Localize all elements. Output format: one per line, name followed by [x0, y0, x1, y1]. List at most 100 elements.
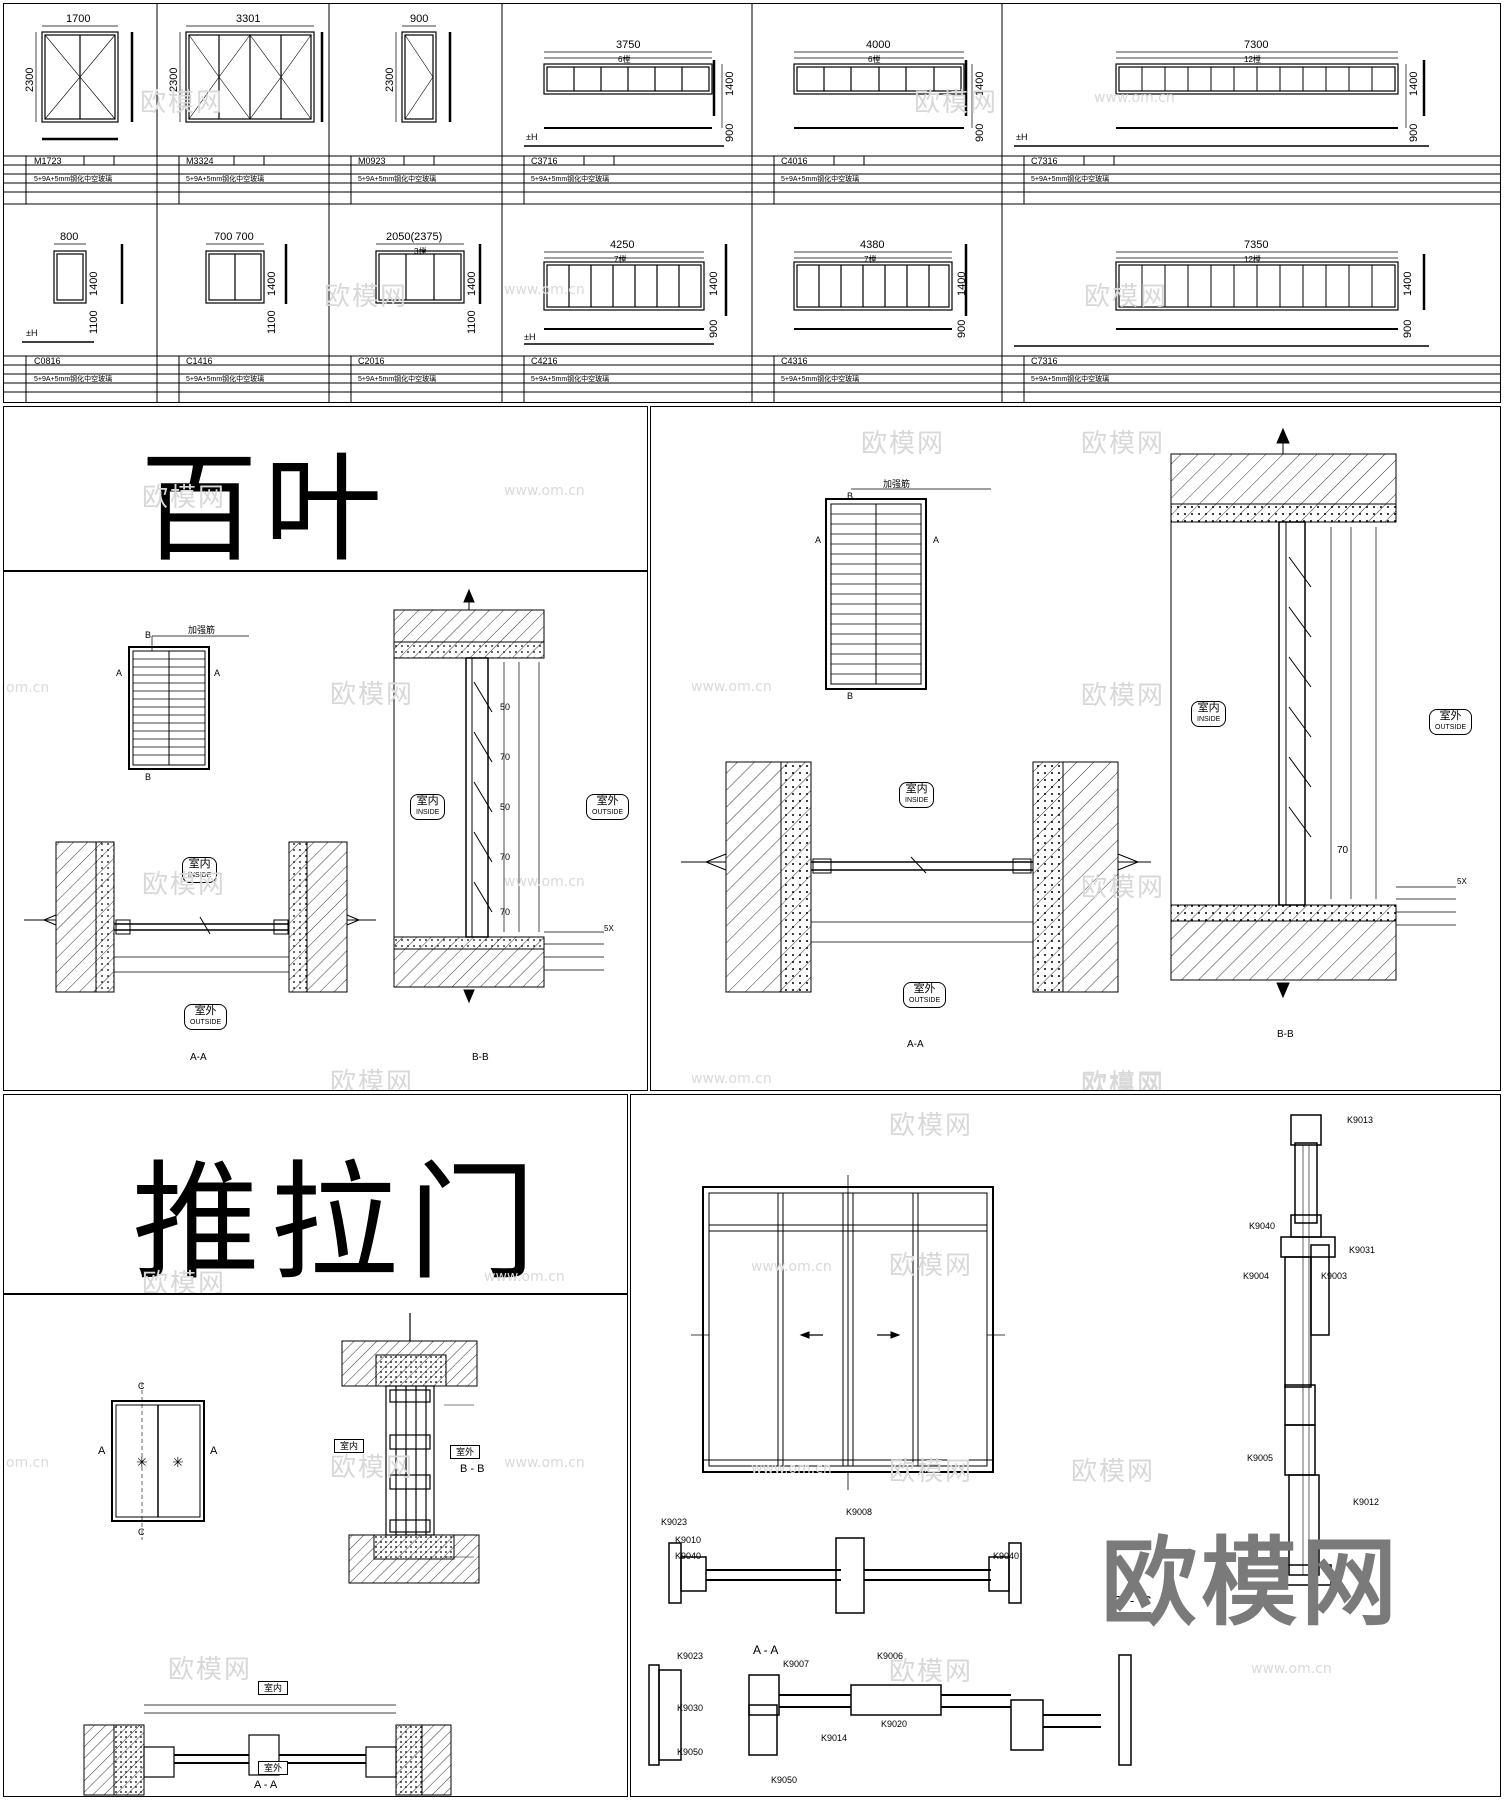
- glass-b6: 5+9A+5mm钢化中空玻璃: [1031, 376, 1110, 383]
- dim-b5-count: 7樘: [864, 255, 877, 264]
- watermark-logo: 欧模网: [330, 680, 415, 710]
- watermark-site: www.om.cn: [751, 1461, 832, 1477]
- profile-label-r3: K9031: [1349, 1245, 1376, 1255]
- code-b1: C0816: [34, 356, 61, 366]
- watermark-site: www.om.cn: [1094, 90, 1175, 106]
- sliding-title: 推拉门: [132, 1149, 547, 1294]
- dim-b6: 7350: [1244, 239, 1269, 251]
- louver-large-mark-b-top: B: [847, 491, 854, 501]
- dim-w1: 1700: [66, 13, 91, 25]
- dim-w5: 4000: [866, 39, 891, 51]
- svg-text:✳: ✳: [172, 1455, 184, 1471]
- dim-bh1: 1400: [88, 271, 100, 296]
- dim-bh2: 1400: [266, 271, 278, 296]
- profile-label-m1: K9023: [661, 1517, 688, 1527]
- profile-label-m2: K9010: [675, 1535, 702, 1545]
- sliding-indoor-aa: 室内: [258, 1681, 289, 1695]
- floor-mark-3: ±H: [26, 328, 38, 338]
- watermark-logo: 欧模网: [324, 282, 409, 312]
- glass-b5: 5+9A+5mm钢化中空玻璃: [781, 376, 860, 383]
- watermark-logo: 欧模网: [140, 88, 225, 118]
- glass-w4: 5+9A+5mm钢化中空玻璃: [531, 176, 610, 183]
- louver-small-dim-5: 70: [500, 907, 511, 917]
- code-w5: C4016: [781, 156, 808, 166]
- watermark-logo: 欧模网: [861, 429, 946, 459]
- watermark-logo: 欧模网: [1081, 1069, 1166, 1091]
- profile-label-m4: K9008: [846, 1507, 873, 1517]
- glass-w3: 5+9A+5mm钢化中空玻璃: [358, 176, 437, 183]
- watermark-site: www.om.cn: [1251, 1661, 1332, 1677]
- dim-b3: 2050(2375): [386, 231, 443, 243]
- sliding-detail-panel-left: ✳ ✳ A A: [3, 1294, 628, 1797]
- watermark-site-short: om.cn: [6, 680, 50, 696]
- profile-label-r7: K9012: [1353, 1497, 1380, 1507]
- window-schedule-grid: [4, 4, 1500, 402]
- watermark-logo: 欧模网: [1081, 873, 1166, 903]
- watermark-logo: 欧模网: [889, 1457, 974, 1487]
- sliding-mark-c-bottom: C: [138, 1527, 145, 1537]
- watermark-logo: 欧模网: [914, 88, 999, 118]
- watermark-site: www.om.cn: [691, 1071, 772, 1087]
- louver-large-section-bb: B-B: [1277, 1029, 1294, 1040]
- louver-small-drawing: [24, 588, 604, 1004]
- dim-s4: 900: [724, 123, 736, 142]
- dim-b4-count: 7樘: [614, 255, 627, 264]
- dim-bh6: 1400: [1402, 271, 1414, 296]
- dim-w3: 900: [410, 13, 429, 25]
- dim-h3: 2300: [384, 67, 396, 92]
- sliding-section-bb: B - B: [460, 1463, 485, 1475]
- dim-s5: 900: [974, 123, 986, 142]
- louver-large-seal-note: 5X: [1457, 877, 1467, 886]
- code-b6: C7316: [1031, 356, 1058, 366]
- dim-s6: 900: [1408, 123, 1420, 142]
- glass-b3: 5+9A+5mm钢化中空玻璃: [358, 376, 437, 383]
- watermark-logo: 欧模网: [168, 1655, 253, 1685]
- glass-b2: 5+9A+5mm钢化中空玻璃: [186, 376, 265, 383]
- profile-label-r6: K9005: [1247, 1453, 1274, 1463]
- sliding-indoor-bb: 室内: [334, 1439, 365, 1453]
- profile-label-b2: K9007: [783, 1659, 810, 1669]
- louver-title: 百叶: [140, 440, 389, 571]
- louver-title-panel: 百叶 欧模网 www.om.cn: [3, 406, 648, 571]
- dim-h4: 1400: [724, 71, 736, 96]
- glass-b1: 5+9A+5mm钢化中空玻璃: [34, 376, 113, 383]
- watermark-site: www.om.cn: [504, 282, 585, 298]
- watermark-site-short: om.cn: [6, 1455, 50, 1471]
- watermark-logo: 欧模网: [889, 1251, 974, 1281]
- code-w6: C7316: [1031, 156, 1058, 166]
- window-schedule-sheet: 1700 3301 900 3750 6樘 4000 6樘 7300 12樘 2…: [3, 3, 1501, 403]
- louver-large-drawing: [681, 427, 1456, 999]
- watermark-logo: 欧模网: [1081, 429, 1166, 459]
- dim-bh5: 1400: [956, 271, 968, 296]
- profile-label-r4: K9004: [1243, 1271, 1270, 1281]
- watermark-logo: 欧模网: [1081, 681, 1166, 711]
- profile-label-b3: K9006: [877, 1651, 904, 1661]
- dim-bh3: 1400: [466, 271, 478, 296]
- profile-label-b5: K9020: [881, 1719, 908, 1729]
- louver-small-mark-a-left: A: [116, 668, 123, 678]
- glass-w1: 5+9A+5mm钢化中空玻璃: [34, 176, 113, 183]
- dim-bs6: 900: [1402, 319, 1414, 338]
- svg-text:✳: ✳: [136, 1455, 148, 1471]
- dim-b6-count: 12樘: [1244, 255, 1261, 264]
- watermark-site: www.om.cn: [484, 1269, 565, 1285]
- dim-bs5: 900: [956, 319, 968, 338]
- dim-b4: 4250: [610, 239, 635, 251]
- watermark-logo: 欧模网: [889, 1111, 974, 1141]
- louver-small-mark-b-bottom: B: [145, 772, 152, 782]
- profile-label-b8: K9050: [771, 1775, 798, 1785]
- louver-small-dim-2: 70: [500, 752, 511, 762]
- big-watermark-logo: 欧模网: [1101, 1527, 1401, 1639]
- dim-bs1: 1100: [88, 310, 100, 334]
- profile-label-m5: K9040: [993, 1551, 1020, 1561]
- louver-small-dim-1: 50: [500, 702, 511, 712]
- sliding-outdoor-bb: 室外: [450, 1445, 481, 1459]
- sliding-mark-a-left: A: [98, 1445, 106, 1457]
- watermark-site: www.om.cn: [751, 1259, 832, 1275]
- sliding-detail-panel-right: K9013 K9040 K9031 K9004 K9003 K9005 K901…: [630, 1094, 1501, 1797]
